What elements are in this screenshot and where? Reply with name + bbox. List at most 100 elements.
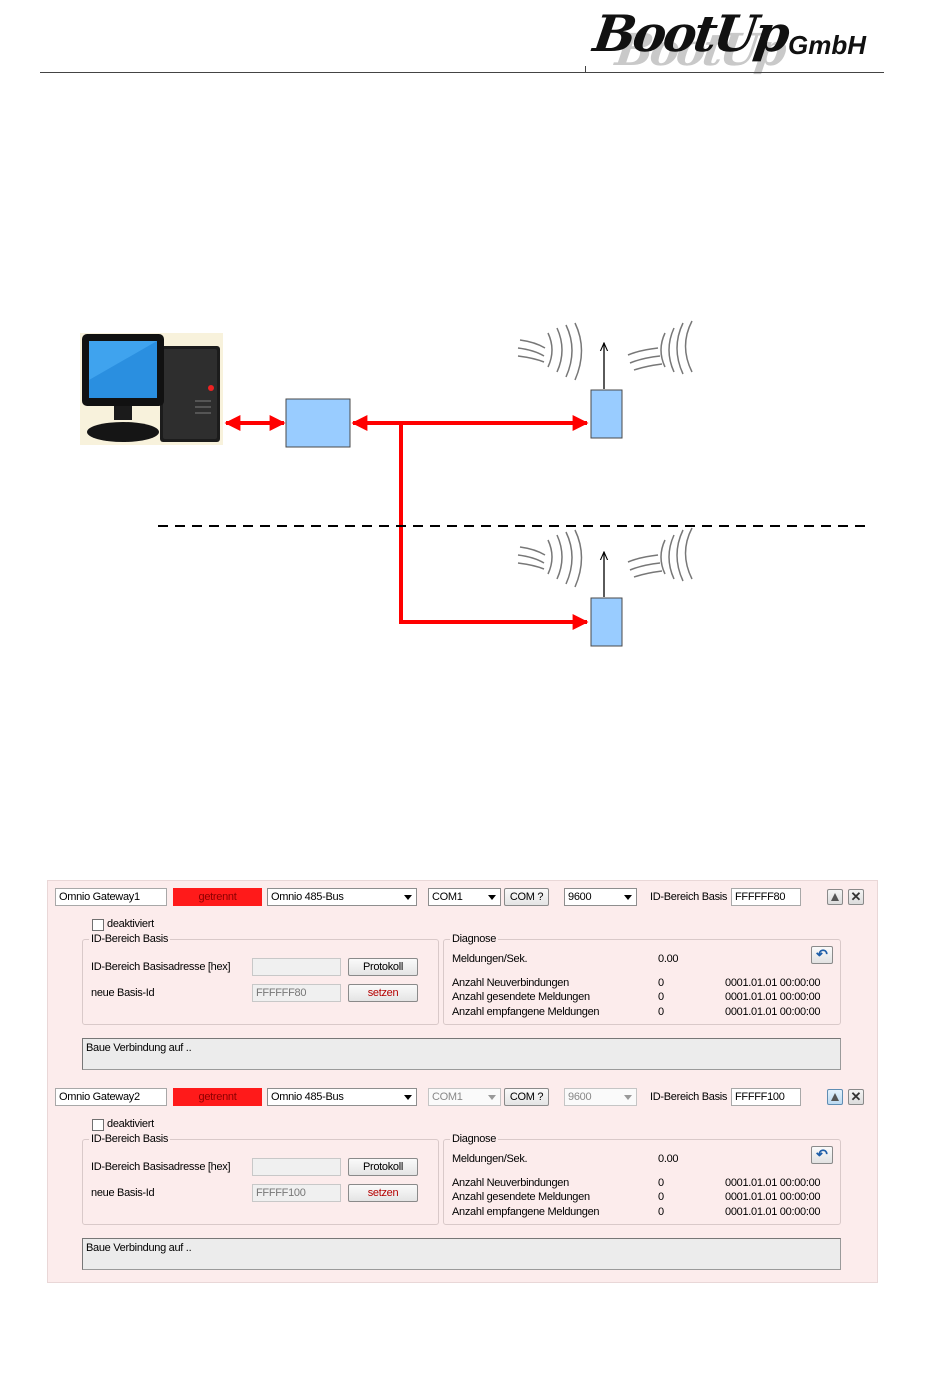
bus-type-value: Omnio 485-Bus — [271, 891, 344, 903]
radio-wave-icon — [627, 320, 693, 375]
radio-wave-icon — [517, 529, 583, 588]
deactivated-label: deaktiviert — [107, 918, 154, 930]
close-icon: ✕ — [850, 889, 862, 904]
set-base-id-button[interactable]: setzen — [348, 1184, 418, 1202]
deactivated-checkbox[interactable] — [92, 919, 104, 931]
undo-icon: ↶ — [816, 1146, 828, 1162]
id-base-label: ID-Bereich Basis — [650, 891, 728, 903]
chevron-down-icon — [624, 1095, 632, 1100]
header-divider-tick — [585, 66, 586, 73]
diag-row-count: 0 — [658, 991, 664, 1003]
logo-main-text: BootUp — [589, 4, 791, 63]
diag-row-time: 0001.01.01 00:00:00 — [725, 991, 821, 1003]
id-range-group-title: ID-Bereich Basis — [89, 1133, 171, 1145]
base-address-label: ID-Bereich Basisadresse [hex] — [91, 1161, 231, 1173]
deactivated-checkbox[interactable] — [92, 1119, 104, 1131]
undo-icon: ↶ — [816, 946, 828, 962]
com-port-value: COM1 — [432, 1091, 463, 1103]
diag-row-count: 0 — [658, 1177, 664, 1189]
reset-diagnostics-button[interactable]: ↶ — [811, 946, 833, 964]
diag-row-time: 0001.01.01 00:00:00 — [725, 1191, 821, 1203]
remove-gateway-button[interactable]: ✕ — [848, 889, 864, 905]
triangle-up-icon — [831, 893, 839, 901]
radio-wave-icon — [627, 527, 693, 582]
diag-row-count: 0 — [658, 1006, 664, 1018]
id-base-input[interactable]: FFFFFF80 — [731, 888, 801, 906]
com-query-button[interactable]: COM ? — [504, 1088, 549, 1106]
com-port-select[interactable]: COM1 — [428, 888, 501, 906]
new-base-id-label: neue Basis-Id — [91, 987, 155, 999]
diagnostics-group — [443, 939, 841, 1025]
id-base-input[interactable]: FFFFF100 — [731, 1088, 801, 1106]
diagnostics-group — [443, 1139, 841, 1225]
diag-rate-value: 0.00 — [658, 1153, 679, 1165]
link-gateway-device2 — [399, 423, 589, 630]
diag-row-label: Anzahl Neuverbindungen — [452, 977, 569, 989]
triangle-up-icon — [831, 1093, 839, 1101]
bus-type-select[interactable]: Omnio 485-Bus — [267, 1088, 417, 1106]
reset-diagnostics-button[interactable]: ↶ — [811, 1146, 833, 1164]
device-box-2 — [590, 597, 623, 647]
gateway-name-input[interactable]: Omnio Gateway1 — [55, 888, 167, 906]
gateway-config-panel: Omnio Gateway1 getrennt Omnio 485-Bus CO… — [47, 880, 878, 1283]
gateway-section-1: Omnio Gateway1 getrennt Omnio 485-Bus CO… — [48, 881, 879, 1081]
new-base-id-label: neue Basis-Id — [91, 1187, 155, 1199]
protocol-button[interactable]: Protokoll — [348, 958, 418, 976]
bus-type-select[interactable]: Omnio 485-Bus — [267, 888, 417, 906]
set-base-id-button[interactable]: setzen — [348, 984, 418, 1002]
new-base-id-input[interactable]: FFFFFF80 — [252, 984, 341, 1002]
company-logo: BootUp BootUp GmbH — [589, 4, 890, 76]
header-divider — [40, 72, 884, 73]
base-address-input[interactable] — [252, 958, 341, 976]
status-log: Baue Verbindung auf .. — [82, 1238, 841, 1270]
gateway-box — [285, 398, 351, 448]
chevron-down-icon — [404, 895, 412, 900]
diagnostics-group-title: Diagnose — [450, 933, 499, 945]
diag-rate-label: Meldungen/Sek. — [452, 1153, 528, 1165]
deactivated-label: deaktiviert — [107, 1118, 154, 1130]
logo-sub-text: GmbH — [788, 30, 866, 60]
base-address-label: ID-Bereich Basisadresse [hex] — [91, 961, 231, 973]
baud-rate-value: 9600 — [568, 1091, 592, 1103]
base-address-input[interactable] — [252, 1158, 341, 1176]
diag-row-label: Anzahl empfangene Meldungen — [452, 1006, 600, 1018]
connection-status-badge: getrennt — [173, 888, 262, 906]
id-range-group-title: ID-Bereich Basis — [89, 933, 171, 945]
diag-row-time: 0001.01.01 00:00:00 — [725, 1177, 821, 1189]
chevron-down-icon — [488, 1095, 496, 1100]
diag-rate-value: 0.00 — [658, 953, 679, 965]
remove-gateway-button[interactable]: ✕ — [848, 1089, 864, 1105]
diag-row-time: 0001.01.01 00:00:00 — [725, 1206, 821, 1218]
chevron-down-icon — [624, 895, 632, 900]
com-query-button[interactable]: COM ? — [504, 888, 549, 906]
com-port-value: COM1 — [432, 891, 463, 903]
diag-row-label: Anzahl gesendete Meldungen — [452, 1191, 590, 1203]
status-log: Baue Verbindung auf .. — [82, 1038, 841, 1070]
move-up-button[interactable] — [827, 1089, 843, 1105]
chevron-down-icon — [488, 895, 496, 900]
diag-row-count: 0 — [658, 1206, 664, 1218]
diag-row-count: 0 — [658, 977, 664, 989]
gateway-name-input[interactable]: Omnio Gateway2 — [55, 1088, 167, 1106]
move-up-button[interactable] — [827, 889, 843, 905]
diag-row-time: 0001.01.01 00:00:00 — [725, 1006, 821, 1018]
baud-rate-select[interactable]: 9600 — [564, 888, 637, 906]
protocol-button[interactable]: Protokoll — [348, 1158, 418, 1176]
com-port-select[interactable]: COM1 — [428, 1088, 501, 1106]
id-base-label: ID-Bereich Basis — [650, 1091, 728, 1103]
diag-row-time: 0001.01.01 00:00:00 — [725, 977, 821, 989]
baud-rate-value: 9600 — [568, 891, 592, 903]
id-range-group — [82, 1139, 439, 1225]
new-base-id-input[interactable]: FFFFF100 — [252, 1184, 341, 1202]
diag-row-label: Anzahl empfangene Meldungen — [452, 1206, 600, 1218]
baud-rate-select[interactable]: 9600 — [564, 1088, 637, 1106]
radio-wave-icon — [517, 322, 583, 381]
id-range-group — [82, 939, 439, 1025]
diag-row-label: Anzahl gesendete Meldungen — [452, 991, 590, 1003]
gateway-section-2: Omnio Gateway2 getrennt Omnio 485-Bus CO… — [48, 1081, 879, 1281]
bus-type-value: Omnio 485-Bus — [271, 1091, 344, 1103]
close-icon: ✕ — [850, 1089, 862, 1104]
diagnostics-group-title: Diagnose — [450, 1133, 499, 1145]
diag-row-count: 0 — [658, 1191, 664, 1203]
diag-rate-label: Meldungen/Sek. — [452, 953, 528, 965]
